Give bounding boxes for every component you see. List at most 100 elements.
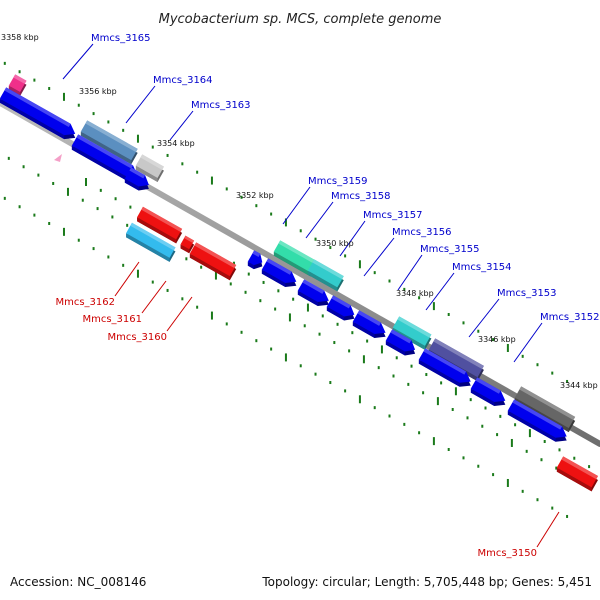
gene-mmcs-3158-side	[307, 270, 338, 292]
cds-6-side	[326, 306, 345, 321]
gene-small-red-highlight	[184, 235, 195, 244]
leader-mmcs_3154	[425, 272, 455, 311]
label-mmcs-3161: Mmcs_3161	[82, 314, 142, 325]
cds-4	[261, 258, 297, 287]
kbp-label-3354: 3354 kbp	[157, 139, 195, 148]
cds-7-face	[352, 310, 386, 334]
gene-mmcs-3152-highlight	[519, 386, 576, 421]
gene-mmcs-3165-highlight	[13, 74, 27, 84]
label-mmcs-3164: Mmcs_3164	[153, 75, 213, 86]
cds-6-face	[326, 295, 355, 317]
gene-mmcs-3162-face	[126, 222, 176, 258]
cds-10-side	[470, 388, 495, 406]
cds-1-side	[71, 145, 127, 181]
gene-mmcs-3164	[80, 120, 138, 165]
leader-mmcs_3164	[125, 85, 156, 124]
kbp-label-3352: 3352 kbp	[236, 191, 274, 200]
label-mmcs-3162: Mmcs_3162	[55, 297, 115, 308]
gene-mmcs-3160-side	[189, 253, 230, 281]
gene-mmcs-3155-highlight	[433, 338, 484, 370]
cds-5-side	[297, 290, 318, 306]
leader-mmcs_3150	[536, 511, 560, 548]
map-title: Mycobacterium sp. MCS, complete genome	[159, 12, 442, 27]
cds-5-highlight	[302, 279, 325, 294]
cds-6	[326, 295, 355, 321]
cds-2-face	[124, 167, 149, 187]
gene-mmcs-3162-side	[126, 233, 170, 262]
gene-mmcs-3150	[556, 456, 599, 492]
gene-small-red-side	[180, 244, 190, 254]
cds-8-highlight	[390, 329, 412, 344]
label-mmcs-3165: Mmcs_3165	[91, 33, 151, 44]
cds-6-highlight	[331, 295, 351, 309]
cds-0-face	[0, 87, 76, 136]
label-mmcs-3152: Mmcs_3152	[540, 312, 600, 323]
gene-mmcs-3159-face	[273, 240, 317, 273]
cds-3-highlight	[252, 250, 261, 257]
accession-label: Accession: NC_008146	[10, 575, 146, 589]
gene-fragment-pink	[54, 154, 62, 162]
kbp-label-3350: 3350 kbp	[316, 239, 354, 248]
label-mmcs-3155: Mmcs_3155	[420, 244, 480, 255]
gene-mmcs-3159-side	[273, 251, 311, 277]
cds-0-side	[0, 98, 65, 140]
label-mmcs-3153: Mmcs_3153	[497, 288, 557, 299]
cds-7	[352, 310, 386, 338]
cds-11	[507, 399, 567, 442]
gene-mmcs-3152-face	[514, 386, 576, 429]
gene-mmcs-3160-face	[189, 242, 237, 277]
leader-mmcs_3156	[363, 237, 395, 277]
kbp-label-3356: 3356 kbp	[79, 87, 117, 96]
gene-mmcs-3158-face	[307, 259, 344, 288]
kbp-label-3358: 3358 kbp	[1, 33, 39, 42]
cds-2-highlight	[129, 167, 146, 179]
leader-mmcs_3152	[513, 322, 543, 363]
gene-mmcs-3161-side	[137, 217, 177, 244]
gene-mmcs-3163-face	[135, 154, 164, 178]
cds-4-highlight	[266, 258, 292, 275]
cds-8-face	[385, 329, 416, 352]
leader-mmcs_3162	[114, 261, 140, 297]
label-mmcs-3160: Mmcs_3160	[107, 332, 167, 343]
cds-11-side	[507, 410, 556, 442]
gene-mmcs-3163	[135, 154, 164, 182]
gene-mmcs-3157-highlight	[397, 316, 432, 338]
leader-mmcs_3157	[339, 220, 366, 257]
gene-mmcs-3161-highlight	[141, 206, 183, 232]
cds-11-highlight	[512, 399, 563, 430]
gene-mmcs-3164-side	[80, 131, 132, 165]
gene-mmcs-3159-highlight	[278, 240, 317, 265]
label-mmcs-3154: Mmcs_3154	[452, 262, 512, 273]
gene-mmcs-3161-face	[137, 206, 183, 240]
tick-marks	[3, 61, 591, 518]
cds-3-side	[247, 261, 254, 270]
gene-mmcs-3155-face	[428, 338, 484, 378]
kbp-label-3346: 3346 kbp	[478, 335, 516, 344]
label-mmcs-3150: Mmcs_3150	[477, 548, 537, 559]
label-mmcs-3156: Mmcs_3156	[392, 227, 452, 238]
kbp-label-3344: 3344 kbp	[560, 381, 598, 390]
cds-11-face	[507, 399, 567, 438]
cds-4-face	[261, 258, 297, 283]
gene-labels: Mmcs_3165Mmcs_3164Mmcs_3163Mmcs_3159Mmcs…	[55, 33, 599, 559]
cds-1	[71, 134, 138, 181]
label-mmcs-3158: Mmcs_3158	[331, 191, 391, 202]
gene-mmcs-3158-highlight	[312, 259, 344, 280]
gene-features	[0, 74, 599, 492]
gene-mmcs-3165-side	[8, 85, 21, 97]
cds-3	[247, 250, 263, 270]
cds-1-face	[71, 134, 138, 177]
gene-mmcs-3157-face	[392, 316, 432, 346]
gene-mmcs-3150-side	[556, 467, 592, 492]
gene-mmcs-3160-highlight	[194, 242, 237, 269]
gene-mmcs-3159	[273, 240, 317, 277]
leader-mmcs_3161	[141, 280, 167, 314]
gene-mmcs-3157-side	[392, 327, 426, 350]
cds-8-side	[385, 340, 405, 356]
gene-mmcs-3158	[307, 259, 344, 292]
gene-mmcs-3157	[392, 316, 432, 350]
gene-mmcs-3163-highlight	[140, 154, 164, 170]
cds-10-highlight	[475, 377, 501, 394]
kbp-label-3348: 3348 kbp	[396, 289, 434, 298]
